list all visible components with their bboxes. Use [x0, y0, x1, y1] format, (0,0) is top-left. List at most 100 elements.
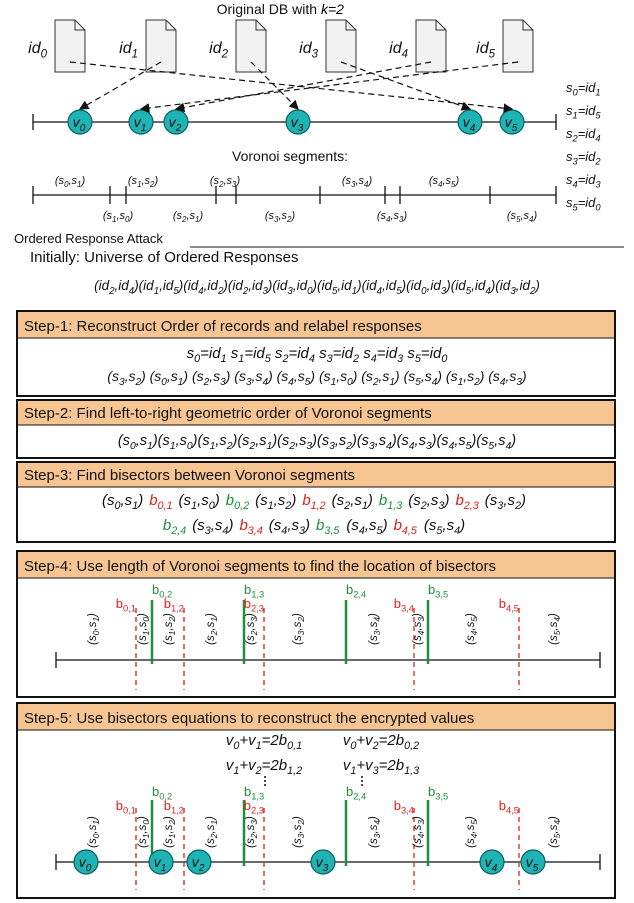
step-4-bisector-label: b4,5	[499, 596, 519, 614]
step-2-order: (s0,s1)(s1,s0)(s1,s2)(s2,s1)(s2,s3)(s3,s…	[118, 433, 516, 452]
ellipsis-dot	[361, 780, 363, 782]
step-3-row-2-item: b2,4	[163, 517, 186, 537]
step-3-row-1-item: b1,3	[379, 492, 402, 512]
doc-to-point-arrow	[139, 61, 519, 113]
step-5-point-label: v4	[485, 854, 498, 874]
step-5-bisector-label: b3,5	[428, 784, 448, 802]
step-2-header	[18, 401, 614, 425]
document-icon	[54, 19, 86, 73]
step-3-row-1-item: (s2,s1)	[332, 492, 373, 512]
doc-label: id3	[299, 40, 318, 60]
step-5-segment-label: (s1,s0)	[137, 816, 151, 848]
step-4-segment-label: (s2,s3)	[245, 613, 259, 645]
step-3-row-2-item: b3,4	[239, 517, 262, 537]
step-4-bisector-label: b2,3	[244, 596, 264, 614]
step-5-segment-label: (s0,s1)	[87, 816, 101, 848]
step-5-point-v2	[186, 849, 212, 875]
step-4-bisector-label: b1,2	[164, 596, 184, 614]
step-5-bisector-label: b2,3	[244, 798, 264, 816]
step-4-segment-label: (s2,s1)	[205, 613, 219, 645]
doc-to-point-arrow	[174, 61, 432, 113]
mapping-entry: s0=id1	[566, 80, 601, 98]
step-5-point-label: v3	[316, 854, 329, 874]
step-5-segment-label: (s4,s5)	[465, 816, 479, 848]
voronoi-segment-bottom: (s4,s3)	[377, 210, 408, 224]
step-5-point-label: v1	[154, 854, 167, 874]
voronoi-segment-bottom: (s2,s1)	[173, 210, 204, 224]
title-k: k=2	[321, 1, 344, 17]
mapping-entry: s4=id3	[566, 172, 601, 190]
step-5-segment-label: (s2,s3)	[245, 816, 259, 848]
step-5-point-v3	[310, 849, 336, 875]
step-5-bisector-label: b3,4	[394, 798, 414, 816]
step-3-row-2: b2,4(s3,s4)b3,4(s4,s3)b3,5(s4,s5)b4,5(s5…	[163, 517, 465, 537]
step-4-segment-label: (s5,s4)	[548, 613, 562, 645]
step-3-row-1-item: b1,2	[302, 492, 325, 512]
doc-label: id1	[119, 40, 138, 60]
step-4-segment-label: (s0,s1)	[87, 613, 101, 645]
step-3-row-1: (s0,s1)b0,1(s1,s0)b0,2(s1,s2)b1,2(s2,s1)…	[102, 492, 526, 512]
step-1-title: Step-1: Reconstruct Order of records and…	[24, 318, 422, 335]
step-3-header	[18, 463, 614, 487]
document-fold	[522, 20, 533, 31]
step-5-point-label: v2	[192, 854, 205, 874]
step-3-row-1-item: b0,2	[226, 492, 249, 512]
step-3-row-1-item: (s2,s3)	[408, 492, 449, 512]
document-icon	[145, 19, 177, 73]
step-4-bisector-label: b1,3	[244, 582, 264, 600]
point-label: v4	[463, 114, 476, 134]
voronoi-segment-top: (s0,s1)	[55, 175, 86, 189]
step-5-bisector-label: b1,2	[164, 798, 184, 816]
doc-label: id5	[476, 40, 495, 60]
ellipsis-dot	[264, 776, 266, 778]
voronoi-segment-top: (s1,s2)	[128, 175, 159, 189]
step-4-bisector-label: b0,2	[152, 582, 172, 600]
point-label: v5	[505, 114, 518, 134]
point-label: v2	[169, 114, 182, 134]
step-5-segment-label: (s2,s1)	[205, 816, 219, 848]
step-1-relabel: s0=id1 s1=id5 s2=id4 s3=id2 s4=id3 s5=id…	[187, 345, 448, 365]
ellipsis-dot	[361, 776, 363, 778]
point-v0	[67, 109, 93, 135]
step-4-segment-label: (s1,s2)	[163, 613, 177, 645]
doc-to-point-arrow	[250, 61, 299, 110]
step-5-point-label: v0	[79, 854, 92, 874]
voronoi-segment-bottom: (s5,s4)	[507, 210, 538, 224]
step-5-segment-label: (s4,s3)	[412, 816, 426, 848]
step-3-row-2-item: (s4,s3)	[269, 517, 310, 537]
step-4-header	[18, 552, 614, 578]
attack-title: Ordered Response Attack	[14, 231, 163, 246]
document-icon	[235, 19, 267, 73]
point-label: v3	[291, 114, 304, 134]
step-5-title: Step-5: Use bisectors equations to recon…	[24, 710, 474, 727]
step-4-segment-label: (s3,s2)	[292, 613, 306, 645]
voronoi-segment-bottom: (s3,s2)	[265, 210, 296, 224]
step-3-row-1-item: b0,1	[149, 492, 172, 512]
step-3-row-1-item: (s3,s2)	[485, 492, 526, 512]
step-5-bisector-label: b0,2	[152, 784, 172, 802]
step-4-segment-label: (s4,s5)	[465, 613, 479, 645]
step-4-segment-label: (s4,s3)	[412, 613, 426, 645]
step-4-bisector-label: b2,4	[346, 582, 366, 600]
step-2-title: Step-2: Find left-to-right geometric ord…	[24, 405, 432, 422]
step-5-point-v4	[479, 849, 505, 875]
universe-of-responses: (id2,id4)(id1,id5)(id4,id2)(id2,id3)(id3…	[94, 278, 540, 297]
doc-label: id4	[389, 40, 408, 60]
step-5-point-v5	[520, 849, 546, 875]
point-label: v1	[134, 114, 147, 134]
document-fold	[435, 20, 446, 31]
step-5-bisector-label: b4,5	[499, 798, 519, 816]
voronoi-segment-top: (s2,s3)	[210, 175, 241, 189]
voronoi-segment-bottom: (s1,s0)	[103, 210, 134, 224]
doc-to-point-arrow	[78, 61, 162, 110]
voronoi-segment-top: (s3,s4)	[342, 175, 373, 189]
doc-label: id0	[28, 40, 47, 60]
voronoi-segment-top: (s4,s5)	[429, 175, 460, 189]
doc-label: id2	[209, 40, 228, 60]
point-label: v0	[73, 114, 86, 134]
step-3-row-2-item: (s3,s4)	[192, 517, 233, 537]
equation: v1+v3=2b1,3	[343, 757, 419, 777]
step-5-point-v0	[73, 849, 99, 875]
ellipsis-dot	[264, 780, 266, 782]
step-5-point-label: v5	[526, 854, 539, 874]
